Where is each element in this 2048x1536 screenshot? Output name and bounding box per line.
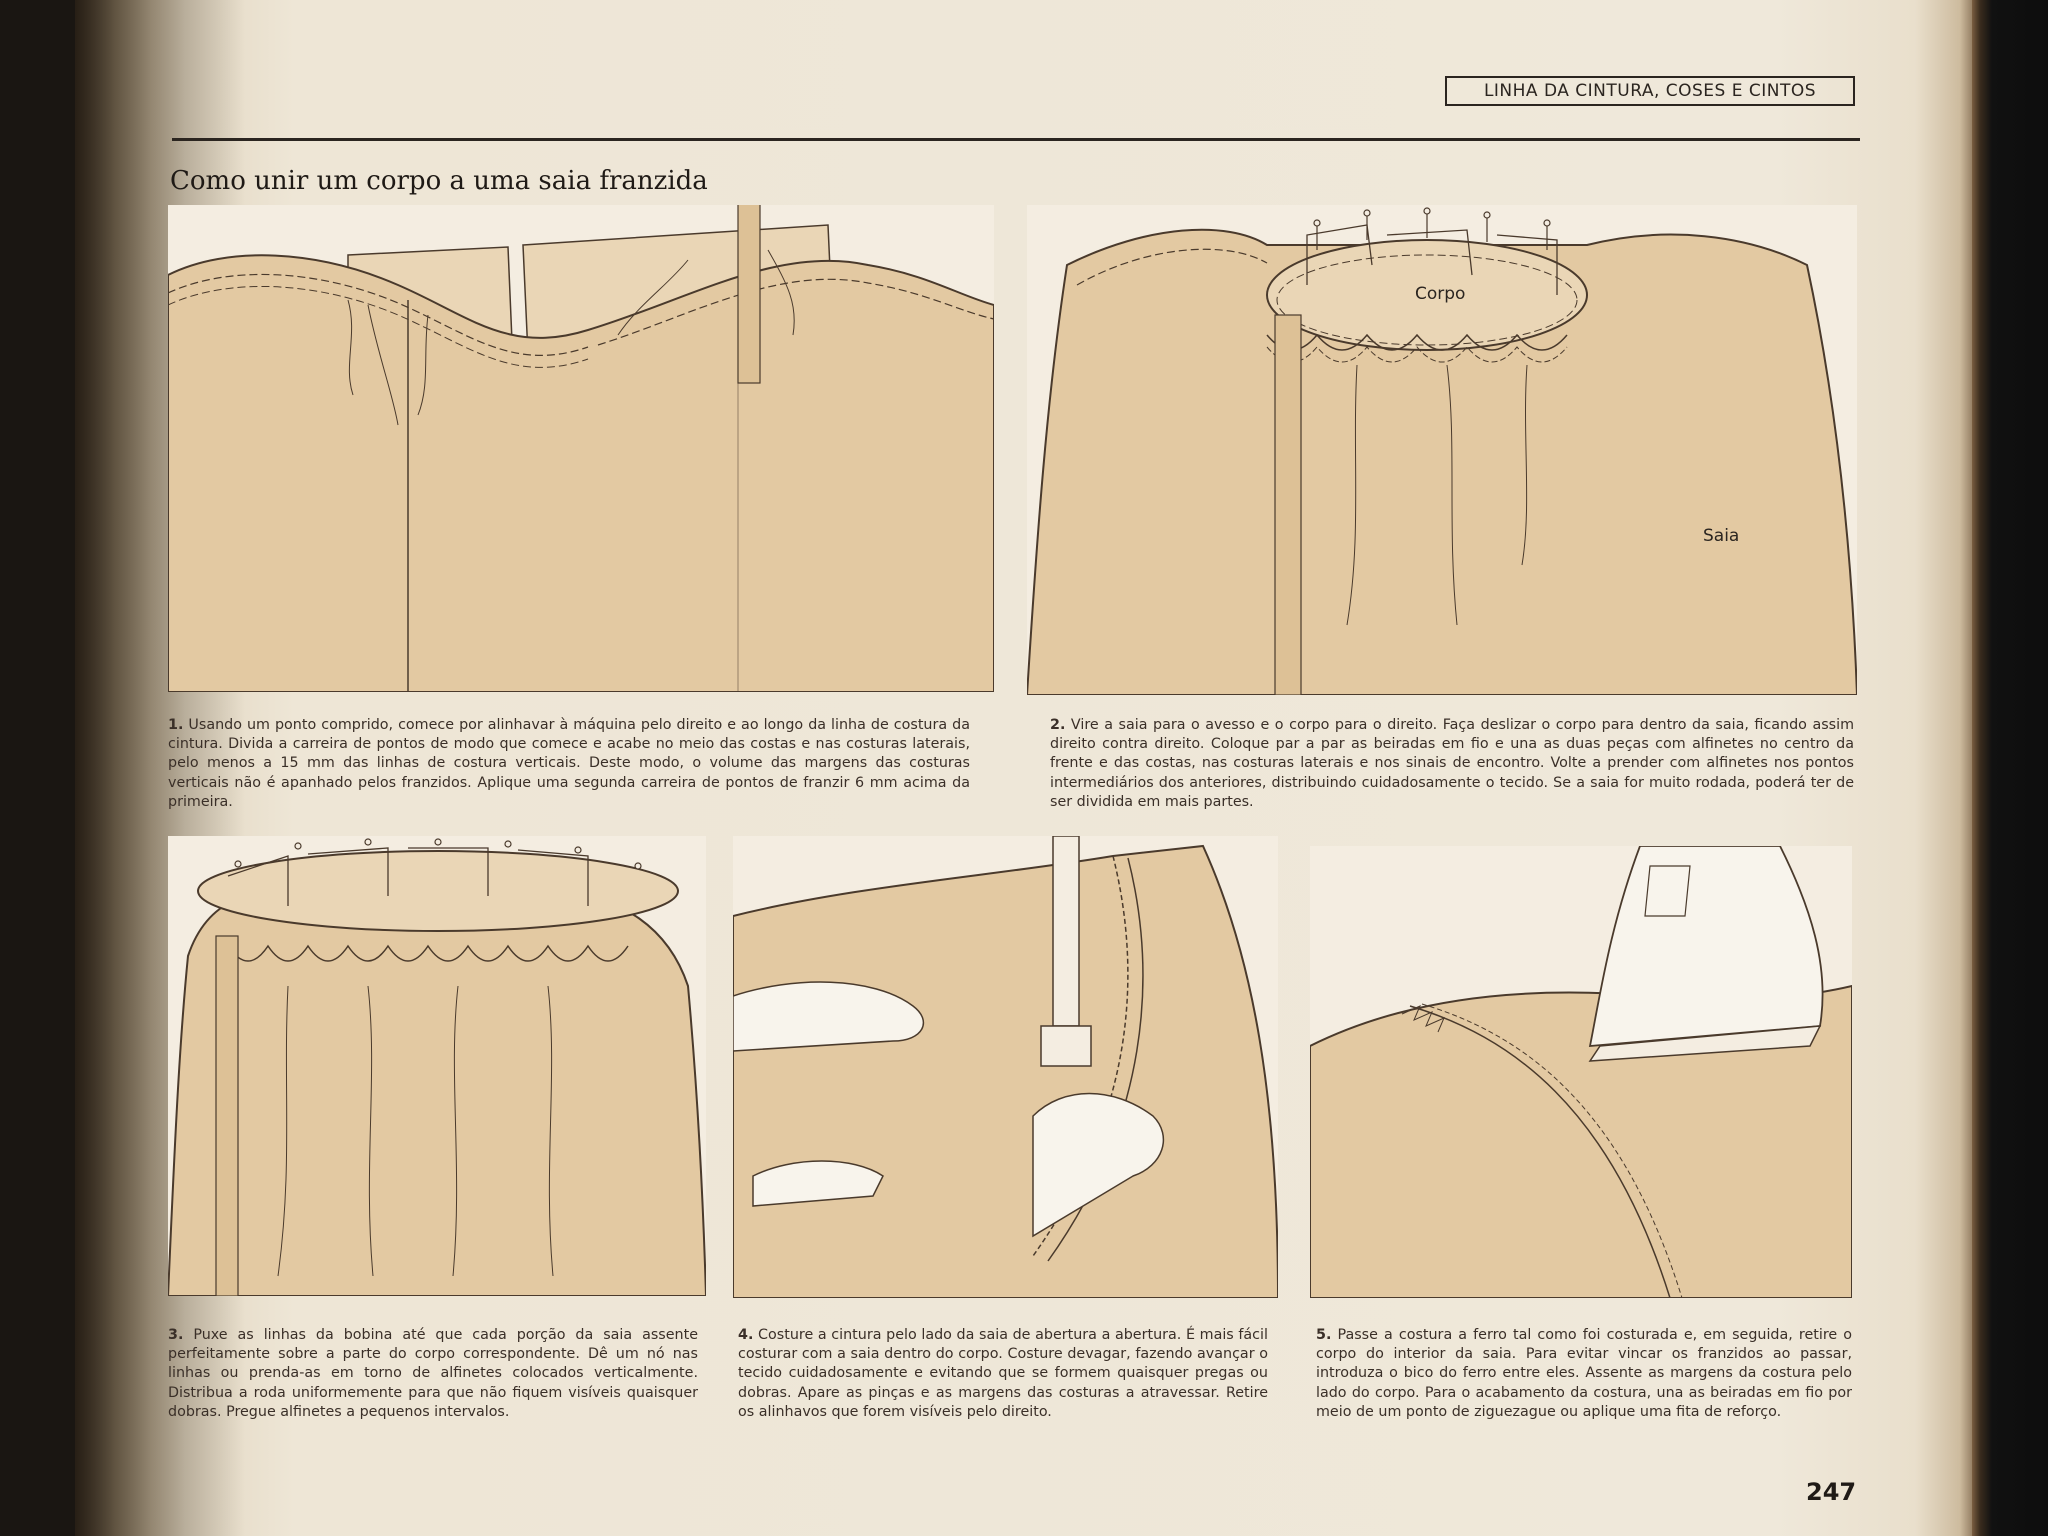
step-2-text: Vire a saia para o avesso e o corpo para…: [1050, 717, 1854, 810]
step-4-caption: 4. Costure a cintura pelo lado da saia d…: [738, 1326, 1268, 1422]
step-1-number: 1.: [168, 717, 184, 733]
step-3-caption: 3. Puxe as linhas da bobina até que cada…: [168, 1326, 698, 1422]
page-number: 247: [1806, 1478, 1857, 1506]
page-edge: [1972, 0, 2048, 1536]
figure-2-bodice-inside-skirt: Corpo Saia: [1027, 205, 1857, 695]
figure-1-skirt-gathering: [168, 205, 994, 692]
step-5-number: 5.: [1316, 1327, 1332, 1343]
header-rule: [172, 138, 1860, 141]
label-corpo: Corpo: [1415, 284, 1465, 304]
step-3-text: Puxe as linhas da bobina até que cada po…: [168, 1327, 698, 1420]
step-5-caption: 5. Passe a costura a ferro tal como foi …: [1316, 1326, 1852, 1422]
step-2-number: 2.: [1050, 717, 1066, 733]
figure-4-machine-stitching: [733, 836, 1278, 1298]
label-saia: Saia: [1703, 526, 1739, 546]
step-2-caption: 2. Vire a saia para o avesso e o corpo p…: [1050, 716, 1854, 812]
step-1-caption: 1. Usando um ponto comprido, comece por …: [168, 716, 970, 812]
step-1-text: Usando um ponto comprido, comece por ali…: [168, 717, 970, 810]
figure-5-pressing-seam: [1310, 846, 1852, 1298]
step-4-number: 4.: [738, 1327, 754, 1343]
page-title: Como unir um corpo a uma saia franzida: [170, 166, 708, 196]
step-5-text: Passe a costura a ferro tal como foi cos…: [1316, 1327, 1853, 1420]
step-3-number: 3.: [168, 1327, 184, 1343]
figure-3-pinned-gathers: [168, 836, 706, 1296]
section-header: LINHA DA CINTURA, COSES E CINTOS: [1445, 76, 1855, 106]
step-4-text: Costure a cintura pelo lado da saia de a…: [738, 1327, 1268, 1420]
